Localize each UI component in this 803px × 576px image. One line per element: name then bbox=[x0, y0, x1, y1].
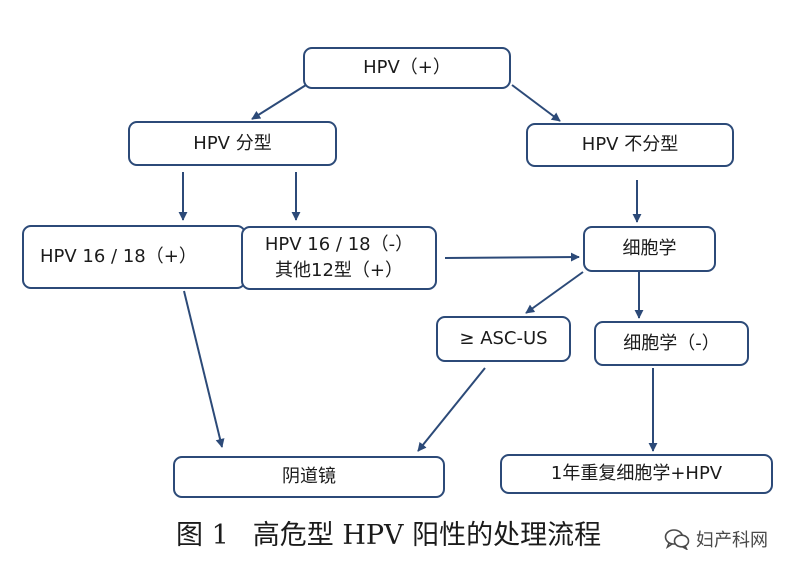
figure-caption: 图 1 高危型 HPV 阳性的处理流程 bbox=[176, 514, 601, 558]
node-colposcopy-label: 阴道镜 bbox=[282, 466, 336, 487]
figure-title: 高危型 HPV 阳性的处理流程 bbox=[252, 520, 602, 551]
node-hpv1618-positive: HPV 16 / 18（+） bbox=[22, 225, 246, 289]
node-cytology-negative-label: 细胞学（-） bbox=[623, 332, 720, 354]
figure-number: 图 1 bbox=[176, 520, 229, 551]
arrow-ascus-to-colposcopy bbox=[417, 367, 486, 452]
node-repeat-in-one-year: 1年重复细胞学+HPV bbox=[500, 454, 773, 494]
arrow-1618-negative-to-cytology bbox=[444, 252, 580, 262]
node-colposcopy: 阴道镜 bbox=[173, 456, 445, 498]
node-hpv-typing-label: HPV 分型 bbox=[193, 132, 272, 154]
node-asc-us-label: ≥ ASC-US bbox=[459, 328, 548, 349]
node-hpv-no-typing-label: HPV 不分型 bbox=[581, 134, 679, 155]
node-hpv1618-positive-label: HPV 16 / 18（+） bbox=[40, 246, 197, 267]
node-other12-positive-line2: 其他12型（+） bbox=[275, 260, 403, 281]
node-hpv-positive: HPV（+） bbox=[303, 47, 511, 89]
node-hpv-no-typing: HPV 不分型 bbox=[526, 123, 734, 167]
node-cytology: 细胞学 bbox=[583, 226, 716, 272]
node-cytology-negative: 细胞学（-） bbox=[594, 321, 749, 366]
node-cytology-label: 细胞学 bbox=[622, 238, 677, 259]
node-asc-us: ≥ ASC-US bbox=[436, 316, 571, 362]
watermark: 妇产科网 bbox=[664, 524, 768, 554]
arrow-hpv-to-typing bbox=[251, 84, 307, 120]
arrow-1618-positive-to-colposcopy bbox=[183, 290, 225, 448]
node-hpv1618-negative-line1: HPV 16 / 18（-） bbox=[264, 234, 414, 255]
node-hpv1618-negative: HPV 16 / 18（-） 其他12型（+） bbox=[241, 226, 437, 290]
watermark-text: 妇产科网 bbox=[696, 530, 768, 551]
arrow-hpv-to-no-typing bbox=[511, 84, 561, 122]
node-hpv-typing: HPV 分型 bbox=[128, 121, 337, 166]
node-hpv-positive-label: HPV（+） bbox=[363, 57, 451, 78]
arrow-cytology-to-ascus bbox=[525, 271, 584, 314]
wechat-icon bbox=[664, 529, 690, 550]
node-repeat-in-one-year-label: 1年重复细胞学+HPV bbox=[550, 463, 723, 484]
